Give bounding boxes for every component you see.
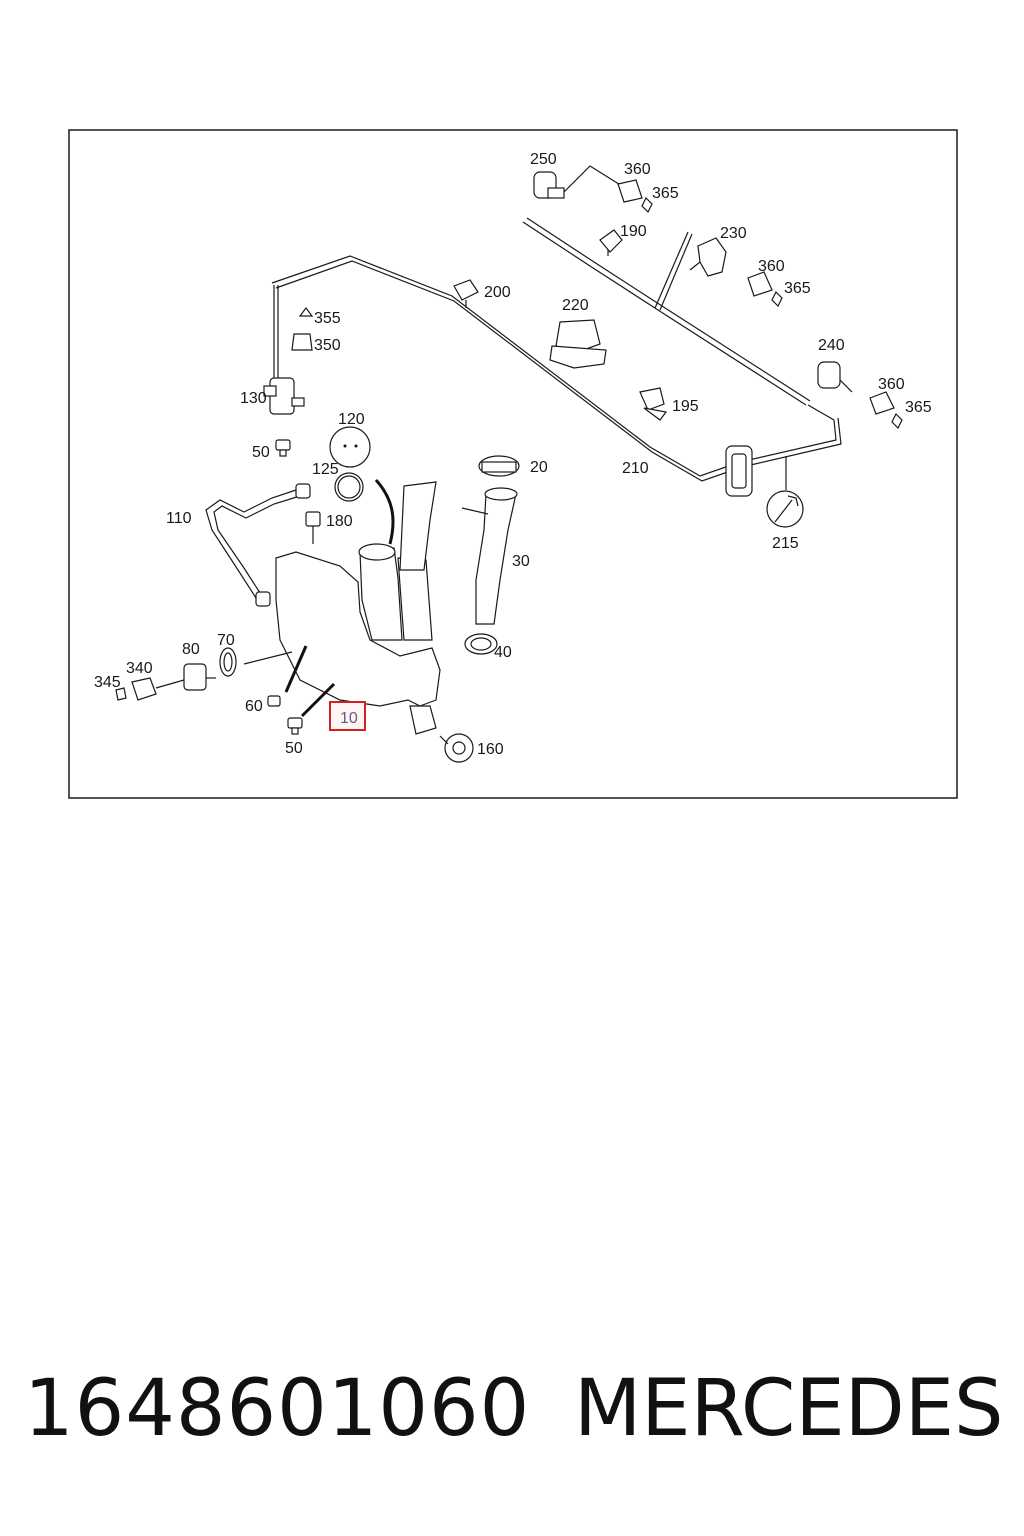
washer-pump-130 [263, 377, 305, 415]
nozzle-cap-360b [747, 271, 773, 297]
label-365b: 365 [784, 280, 811, 297]
label-200: 200 [484, 284, 511, 301]
label-50b: 50 [285, 740, 303, 757]
screw-180 [305, 511, 321, 544]
check-valve-365a [641, 196, 653, 214]
check-valve-365c [891, 412, 903, 430]
hose-branch-230 [654, 231, 689, 309]
wrench-215-icon [766, 490, 804, 528]
hose-line-front [522, 221, 807, 406]
label-215: 215 [772, 535, 799, 552]
label-60: 60 [245, 698, 263, 715]
label-240: 240 [818, 337, 845, 354]
nozzle-240 [817, 361, 853, 393]
label-220: 220 [562, 297, 589, 314]
label-365a: 365 [652, 185, 679, 202]
brand-name: MERCEDES [574, 1364, 1004, 1454]
label-190: 190 [620, 223, 647, 240]
cap-120 [329, 426, 371, 468]
hose-line-210 [271, 255, 837, 477]
label-40: 40 [494, 644, 512, 661]
level-sensor-80 [183, 663, 216, 691]
label-345: 345 [94, 674, 121, 691]
label-210: 210 [622, 460, 649, 477]
label-340: 340 [126, 660, 153, 677]
arrow-cap [374, 478, 395, 545]
filler-tube-30 [461, 487, 518, 625]
label-355: 355 [314, 310, 341, 327]
plug-345 [115, 687, 127, 701]
label-125: 125 [312, 461, 339, 478]
grommet-hose [725, 445, 787, 497]
label-180: 180 [326, 513, 353, 530]
label-130: 130 [240, 390, 267, 407]
label-80: 80 [182, 641, 200, 658]
label-195: 195 [672, 398, 699, 415]
bolt-160 [439, 733, 474, 763]
grommet-40 [464, 633, 498, 655]
label-365c: 365 [905, 399, 932, 416]
clip-195 [639, 387, 668, 421]
arrow-lower [300, 682, 336, 718]
nozzle-cap-360c [869, 391, 895, 415]
label-50a: 50 [252, 444, 270, 461]
arrow-pump [284, 645, 308, 693]
label-30: 30 [512, 553, 530, 570]
label-70: 70 [217, 632, 235, 649]
label-110: 110 [166, 510, 192, 527]
cap-355 [298, 307, 314, 317]
label-10: 10 [340, 710, 358, 727]
label-360b: 360 [758, 258, 785, 275]
label-230: 230 [720, 225, 747, 242]
footer: 1648601060 MERCEDES [0, 1364, 1024, 1474]
check-valve-365b [771, 290, 783, 308]
washer-reservoir-10 [275, 481, 441, 735]
clip-190 [599, 229, 623, 256]
label-120: 120 [338, 411, 365, 428]
o-ring-125 [334, 472, 364, 502]
label-350: 350 [314, 337, 341, 354]
nozzle-250 [533, 171, 565, 199]
hose-110 [205, 483, 311, 607]
label-250: 250 [530, 151, 557, 168]
distributor-230 [689, 237, 727, 277]
label-160: 160 [477, 741, 504, 758]
connector-340 [131, 677, 185, 701]
bracket-220 [549, 319, 607, 369]
screw-50b [287, 717, 303, 735]
hose-to-pump [273, 285, 279, 380]
part-number: 1648601060 [24, 1364, 531, 1454]
grommet-60 [267, 695, 281, 707]
nozzle-cap-360a [617, 179, 643, 203]
seal-350 [291, 333, 313, 351]
clip-200 [453, 279, 479, 308]
highlight-box-10 [329, 701, 366, 731]
filler-cap-20 [478, 455, 520, 477]
label-360c: 360 [878, 376, 905, 393]
seal-70 [219, 647, 237, 677]
label-20: 20 [530, 459, 548, 476]
screw-50a [275, 439, 291, 457]
label-360a: 360 [624, 161, 651, 178]
